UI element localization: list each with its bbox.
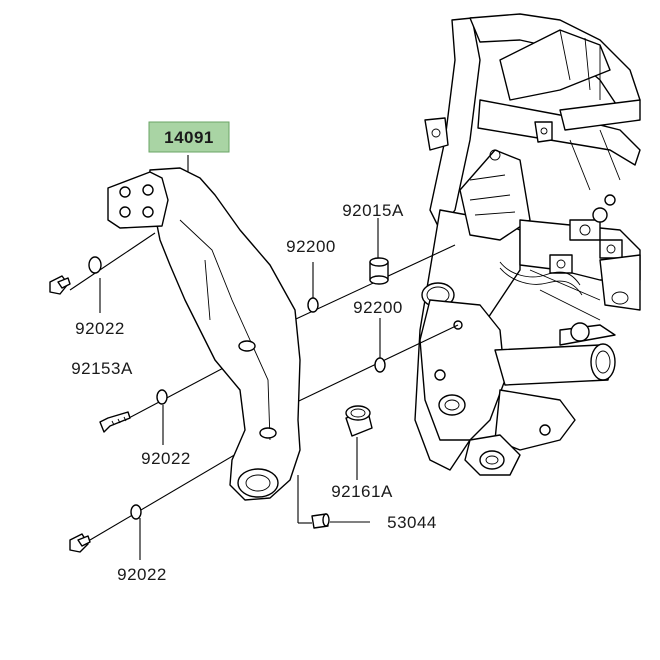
washer-92200-upper: [307, 297, 319, 313]
bolt-92153A: [99, 411, 131, 433]
part-label-92200-upper: 92200: [286, 237, 336, 256]
dowel-53044: [311, 513, 330, 529]
part-label-92161A: 92161A: [331, 482, 393, 501]
part-label-53044: 53044: [387, 513, 437, 532]
bracket-part-14091: [107, 167, 301, 501]
part-label-92200-lower: 92200: [353, 298, 403, 317]
part-label-92022-upper: 92022: [75, 319, 125, 338]
main-part-number: 14091: [164, 128, 214, 147]
washer-92022-lower: [130, 504, 142, 520]
main-part-highlight: [148, 121, 230, 153]
part-label-92022-middle: 92022: [141, 449, 191, 468]
washer-92022-upper: [88, 256, 102, 274]
flange-bolt-lower: [69, 533, 91, 553]
part-label-92022-lower: 92022: [117, 565, 167, 584]
hardware: [49, 256, 389, 553]
motorcycle-frame: [414, 13, 641, 476]
part-label-92153A: 92153A: [71, 359, 133, 378]
part-label-92015A: 92015A: [342, 201, 404, 220]
flange-bolt-upper: [49, 275, 71, 295]
part-labels: 14091 92015A 92200 92200 92022 92153A 92…: [71, 121, 437, 584]
washer-92200-lower: [374, 357, 386, 373]
bushing-92161A: [345, 405, 373, 437]
collar-92015A: [369, 257, 389, 285]
washer-92022-middle: [156, 389, 168, 405]
